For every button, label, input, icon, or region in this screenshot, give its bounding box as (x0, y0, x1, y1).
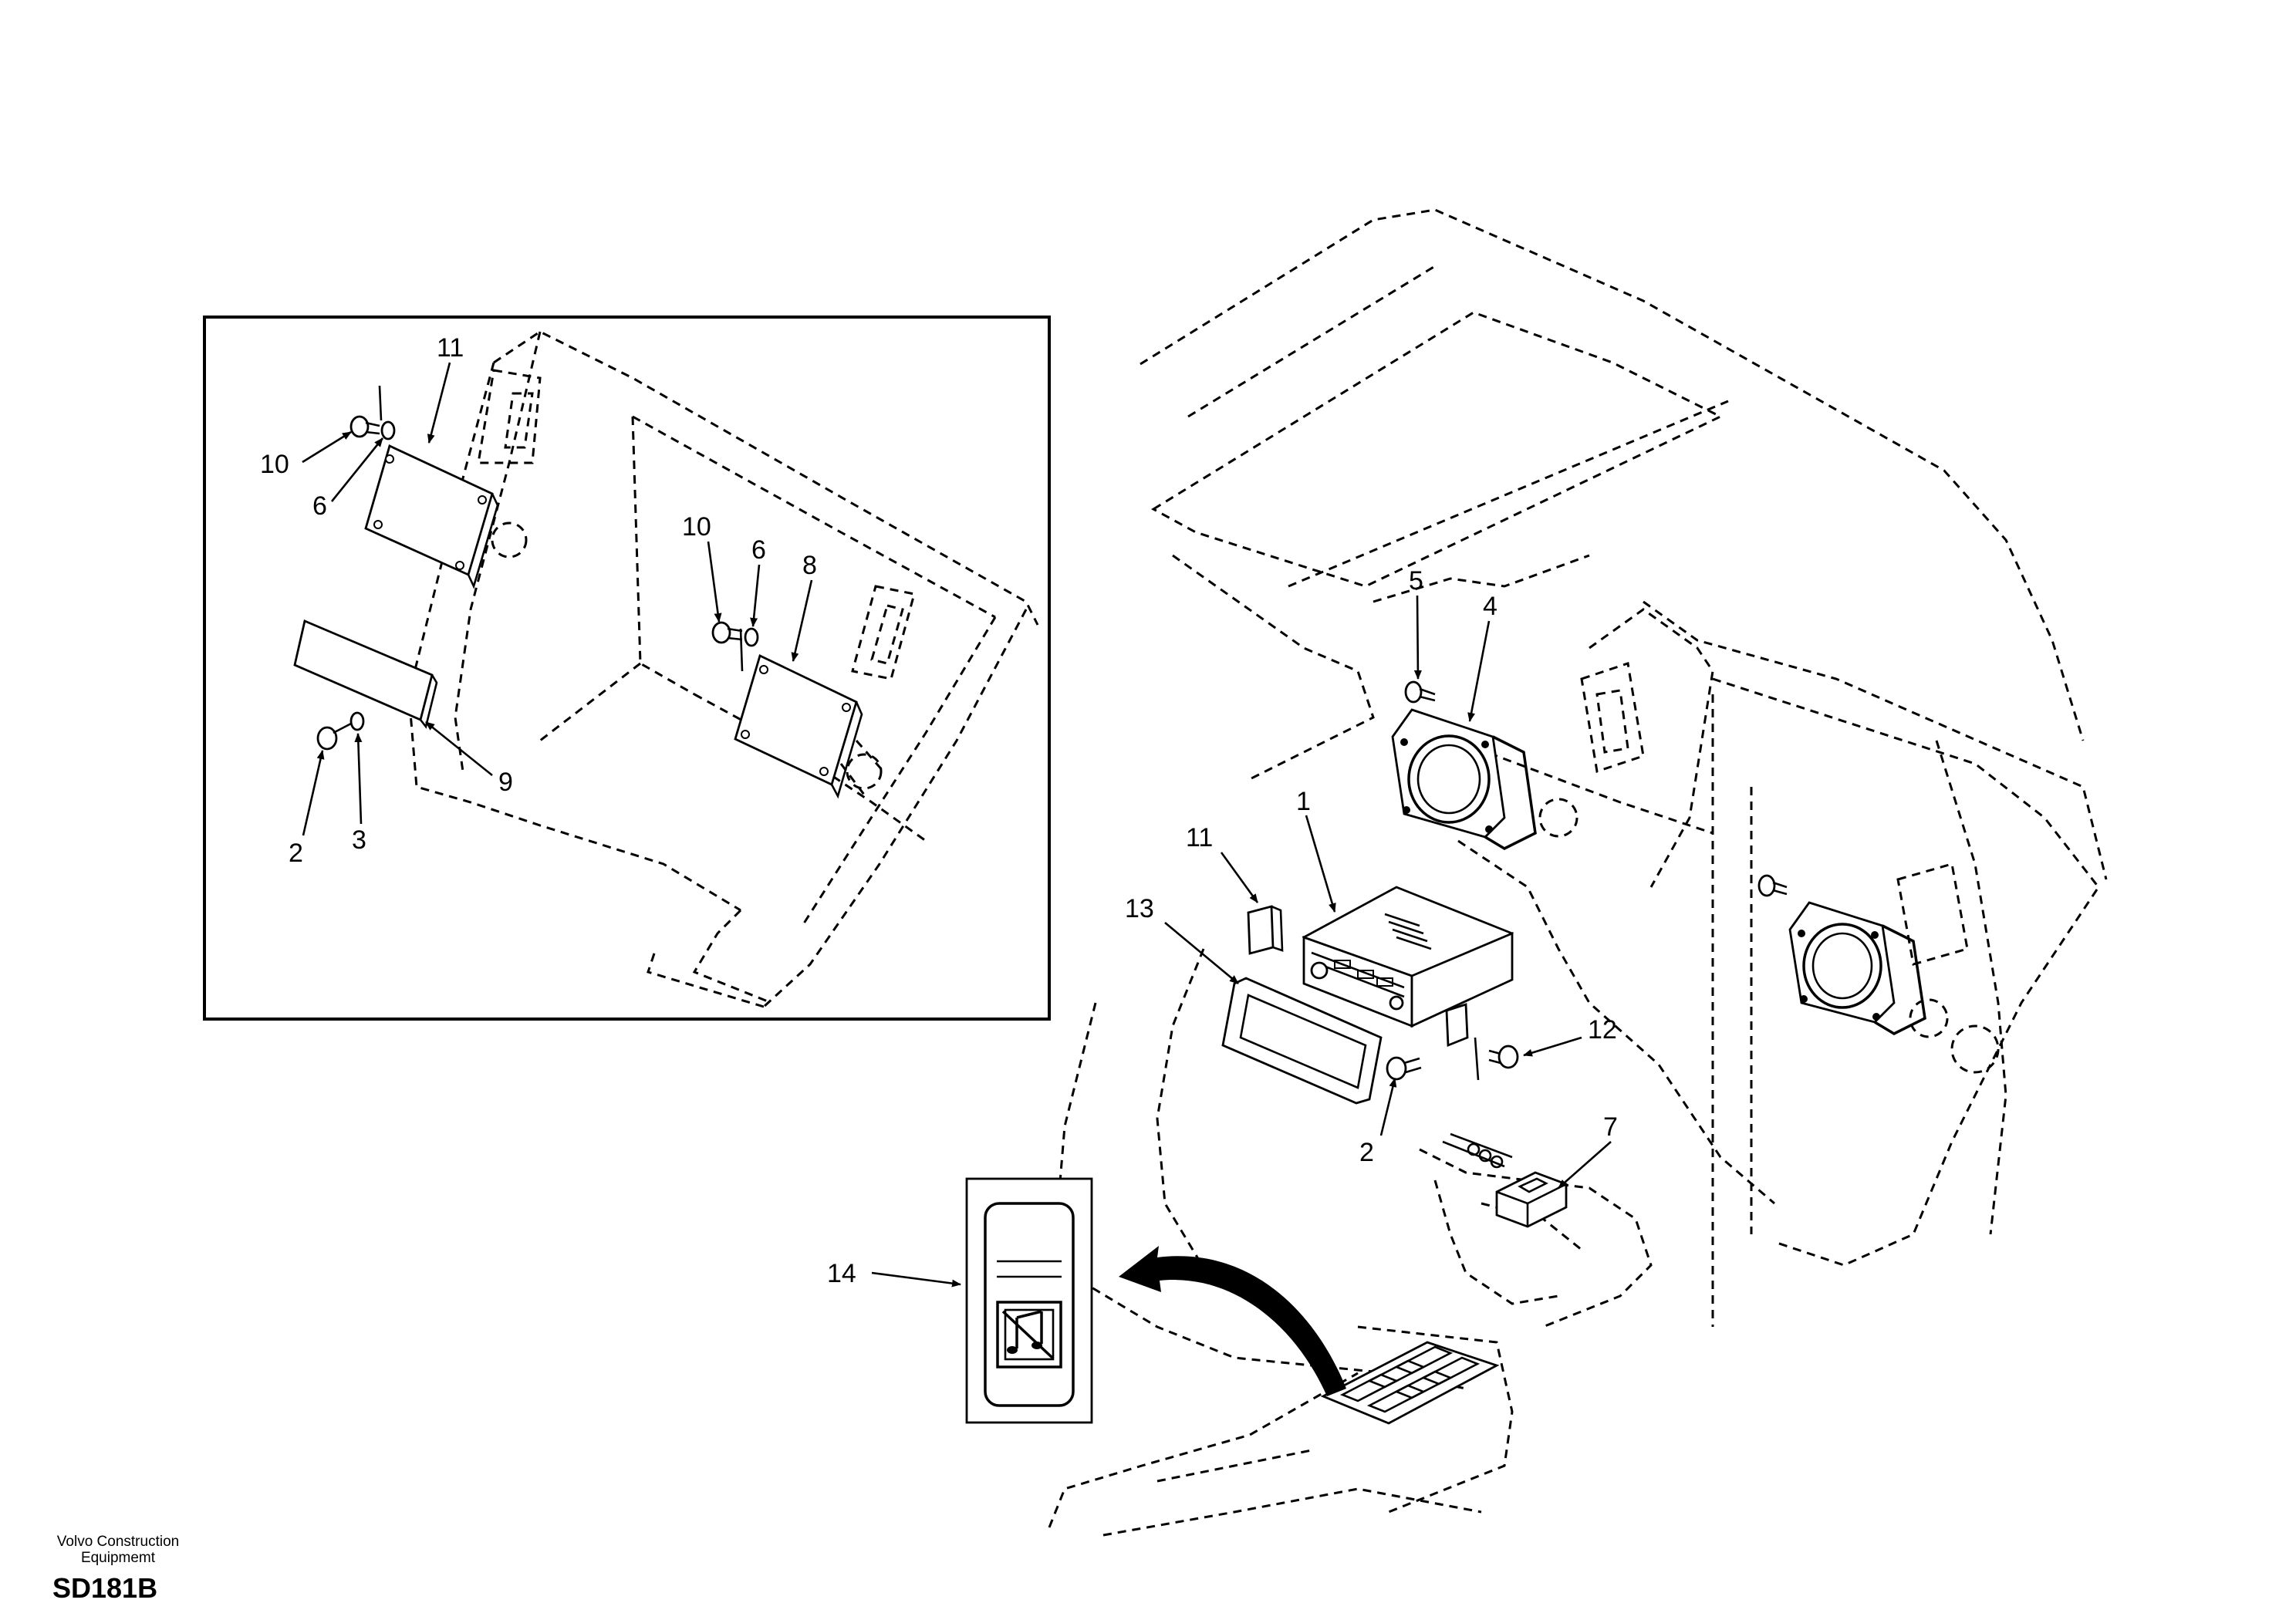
screw (1404, 680, 1436, 704)
callout-9: 9 (498, 768, 513, 797)
detail-arrow (1119, 1246, 1346, 1396)
callout-5: 5 (1409, 566, 1423, 596)
callout-4: 4 (1483, 592, 1497, 621)
cover-plate (734, 654, 858, 786)
wire-harness (1442, 1132, 1513, 1169)
radio-unit (1302, 886, 1514, 1028)
screw (1474, 1037, 1519, 1081)
screw (316, 711, 365, 751)
callout-7: 7 (1603, 1112, 1618, 1142)
callout-10: 10 (260, 450, 289, 479)
document-id: SD181B (52, 1572, 158, 1604)
speaker (1788, 901, 1926, 1035)
switch-panel (1320, 1341, 1500, 1425)
inset-detail: 11 10 6 10 6 8 9 2 3 (203, 316, 1051, 1021)
cover-plate (364, 444, 494, 576)
speaker (1391, 708, 1537, 850)
connector-box (1495, 1171, 1568, 1228)
callout-14: 14 (827, 1259, 856, 1288)
inset-frame (203, 316, 1051, 1021)
screw (1386, 1056, 1422, 1081)
callout-2: 2 (289, 839, 303, 868)
callout-11: 11 (437, 333, 464, 363)
callout-2: 2 (1359, 1138, 1374, 1167)
callout-3: 3 (352, 825, 366, 855)
callout-11: 11 (1186, 823, 1213, 852)
inset-cab-outline (407, 330, 1039, 1008)
music-note-icon (1001, 1310, 1054, 1359)
bezel-frame (1221, 977, 1383, 1105)
screw (349, 385, 396, 440)
callout-13: 13 (1125, 894, 1154, 923)
screw (1757, 874, 1788, 897)
bracket (1247, 905, 1275, 955)
company-caption: Volvo Construction Equipmemt (22, 1534, 214, 1566)
callout-6: 6 (312, 491, 327, 521)
callout-6: 6 (751, 535, 766, 565)
cab-outline (1048, 208, 2108, 1537)
screw (711, 621, 759, 672)
callout-12: 12 (1588, 1015, 1617, 1045)
callout-8: 8 (802, 551, 817, 580)
company-name-line2: Equipmemt (80, 1550, 156, 1566)
bracket (1445, 1003, 1469, 1048)
company-name: Volvo Construction (56, 1534, 180, 1550)
mounting-plate (293, 619, 434, 721)
rocker-switch-detail (965, 1177, 1093, 1424)
callout-1: 1 (1296, 787, 1311, 816)
callout-10: 10 (682, 512, 711, 542)
